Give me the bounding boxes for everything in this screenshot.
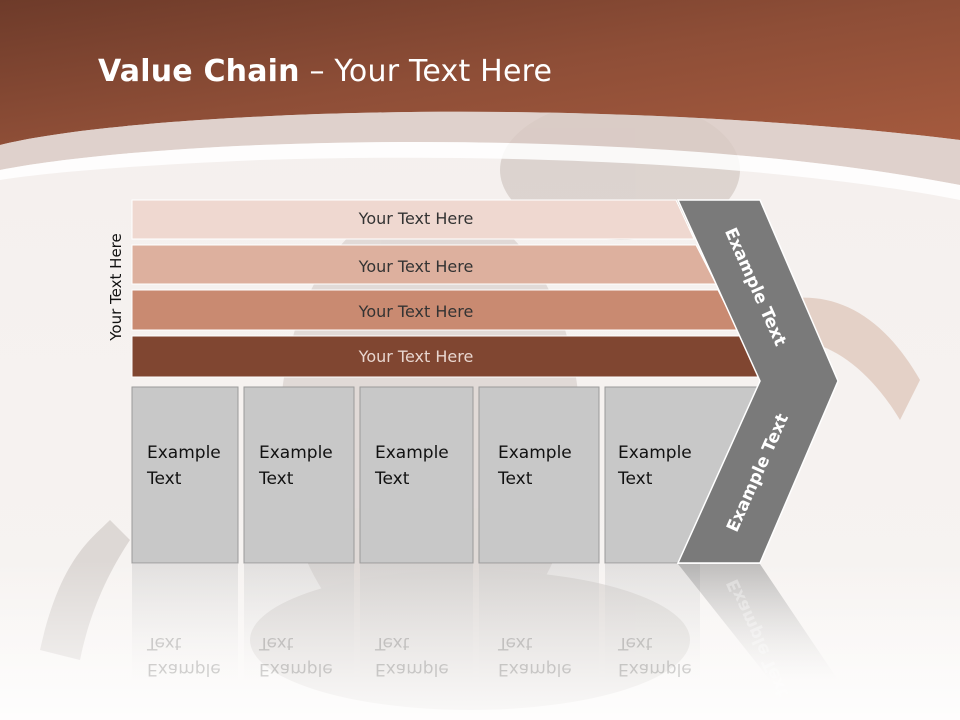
column-label-line1: Example <box>259 443 333 463</box>
title-bold: Value Chain <box>98 54 300 89</box>
column-label-line1: Example <box>618 443 692 463</box>
row-label-4: Your Text Here <box>358 347 474 366</box>
column-label-line1: Example <box>375 443 449 463</box>
column-label-reflection: Example Text <box>147 630 221 682</box>
column-label-line2: Text <box>147 633 182 653</box>
column-label-line1: Example <box>259 659 333 679</box>
column-label-reflection: Example Text <box>375 630 449 682</box>
column-label-reflection: Example Text <box>259 630 333 682</box>
title-rest: – Your Text Here <box>299 54 553 89</box>
column-label-line1: Example <box>375 659 449 679</box>
row-bar-1 <box>131 199 695 240</box>
column-label-line2: Text <box>147 469 182 489</box>
column-label-line2: Text <box>498 469 533 489</box>
column-box-4 <box>478 386 600 564</box>
row-label-3: Your Text Here <box>358 302 474 321</box>
column-label-line1: Example <box>147 443 221 463</box>
column-label-line1: Example <box>618 659 692 679</box>
column-label-line1: Example <box>498 443 572 463</box>
column-label-line2: Text <box>375 633 410 653</box>
row-label-2: Your Text Here <box>358 257 474 276</box>
column-box-3 <box>359 386 474 564</box>
column-label-line2: Text <box>259 633 294 653</box>
row-label-1: Your Text Here <box>358 209 474 228</box>
slide-title: Value Chain – Your Text Here <box>98 54 552 89</box>
column-label-reflection: Example Text <box>498 630 572 682</box>
chevron-arrow <box>676 199 839 564</box>
column-box-2 <box>243 386 355 564</box>
column-label-line1: Example <box>147 659 221 679</box>
column-label-reflection: Example Text <box>618 630 692 682</box>
column-label-line2: Text <box>375 469 410 489</box>
column-label-line2: Text <box>618 469 653 489</box>
column-label-line1: Example <box>498 659 572 679</box>
column-label-line2: Text <box>498 633 533 653</box>
column-box-1 <box>131 386 239 564</box>
column-label-line2: Text <box>259 469 294 489</box>
column-label-line2: Text <box>618 633 653 653</box>
